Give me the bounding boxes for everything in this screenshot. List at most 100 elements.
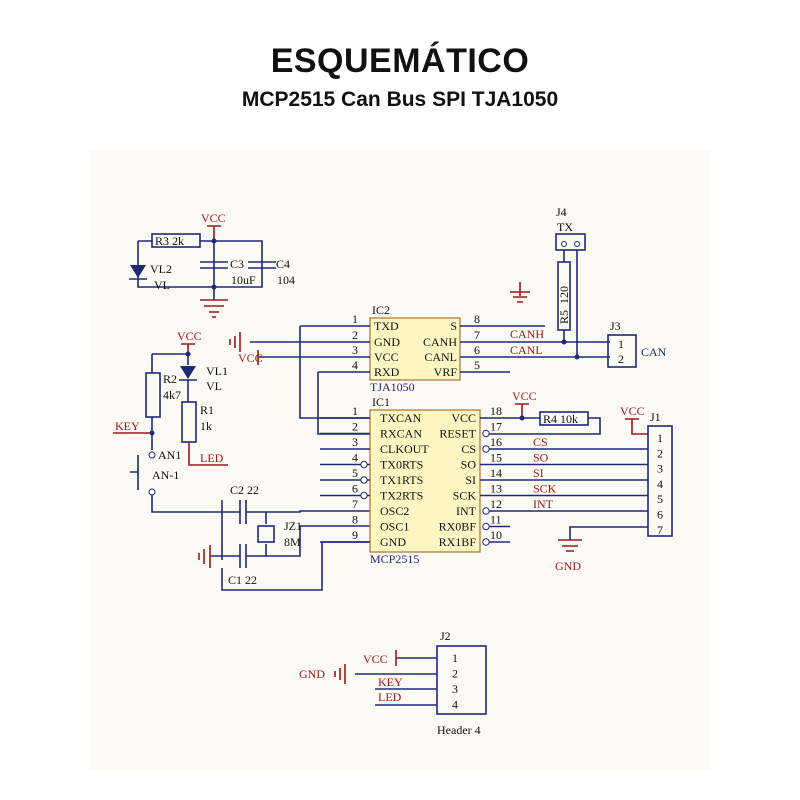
vl1-label: VL1 bbox=[206, 364, 228, 378]
ic1-pin-name: TXCAN bbox=[380, 411, 422, 425]
canl-net-label: CANL bbox=[510, 343, 543, 357]
j3-pin: 1 bbox=[618, 337, 624, 351]
connector-j3[interactable] bbox=[607, 334, 637, 368]
can-label: CAN bbox=[641, 345, 667, 359]
r1-value: 1k bbox=[200, 419, 212, 433]
ic2-tja1050: IC2 TJA1050 VCC CANH CANL bbox=[229, 282, 610, 435]
ic1-pin-name: INT bbox=[456, 504, 477, 518]
led-net-label: LED bbox=[200, 451, 224, 465]
ic1-pin-name: SI bbox=[465, 473, 476, 487]
spi-net-label: SO bbox=[533, 451, 549, 465]
ic1-pin-number: 5 bbox=[352, 466, 358, 480]
j3-pin: 2 bbox=[618, 352, 624, 366]
j2-pin-number: 1 bbox=[452, 651, 458, 665]
ic2-pin-name: S bbox=[450, 319, 457, 333]
j1-pin-number: 3 bbox=[657, 462, 663, 476]
vcc-label: VCC bbox=[201, 211, 226, 225]
c2-label: C2 22 bbox=[230, 483, 259, 497]
ic1-pin-number: 8 bbox=[352, 513, 358, 527]
key-net-label: KEY bbox=[115, 419, 140, 433]
ic1-pin-number: 9 bbox=[352, 528, 358, 542]
ic1-ref: IC1 bbox=[372, 395, 390, 409]
resistor-r3 bbox=[151, 233, 201, 248]
ground-icon bbox=[229, 332, 259, 365]
ic2-pin-number: 3 bbox=[352, 343, 358, 357]
ic1-pin-name: TX1RTS bbox=[380, 473, 423, 487]
vl2-sub-label: VL bbox=[154, 278, 170, 292]
c4-value: 104 bbox=[277, 273, 295, 287]
j2-ref: J2 bbox=[440, 629, 451, 643]
ic2-pin-name: TXD bbox=[374, 319, 399, 333]
ic1-pin-name: SO bbox=[461, 458, 477, 472]
ic1-pin-name: SCK bbox=[453, 489, 477, 503]
c3-label: C3 bbox=[230, 257, 244, 271]
ic1-pin-number: 17 bbox=[490, 420, 502, 434]
resistor-r2 bbox=[145, 372, 161, 418]
j2-net-gnd: GND bbox=[299, 667, 325, 681]
j2-pin-number: 4 bbox=[452, 698, 458, 712]
vcc-label: VCC bbox=[238, 351, 263, 365]
capacitor-c3-c4-icon bbox=[200, 261, 276, 269]
ic1-pin-name: RX0BF bbox=[439, 520, 477, 534]
ic2-pin-name: RXD bbox=[374, 365, 400, 379]
ic2-pin-number: 6 bbox=[474, 343, 480, 357]
ic1-pin-name: CLKOUT bbox=[380, 442, 429, 456]
ic2-pin-number: 1 bbox=[352, 312, 358, 326]
ic1-pin-number: 16 bbox=[490, 435, 502, 449]
resistor-r1 bbox=[181, 401, 197, 443]
ic1-pin-number: 12 bbox=[490, 497, 502, 511]
ic1-pin-name: RX1BF bbox=[439, 535, 477, 549]
resistor-r5 bbox=[557, 261, 571, 331]
ic1-pin-number: 7 bbox=[352, 497, 358, 511]
r1-label: R1 bbox=[200, 403, 214, 417]
ic2-pin-name: VCC bbox=[374, 350, 399, 364]
page-subtitle: MCP2515 Can Bus SPI TJA1050 bbox=[241, 88, 559, 111]
jumper-j4[interactable] bbox=[555, 233, 586, 251]
inverted-pin-icon bbox=[360, 491, 368, 500]
ic2-pin-number: 2 bbox=[352, 328, 358, 342]
ic1-mcp2515: IC1 MCP2515 VCC R4 10k VCC GND J1 bbox=[369, 389, 673, 573]
page-title: ESQUEMÁTICO bbox=[270, 42, 530, 80]
ic2-pin-name: GND bbox=[374, 335, 400, 349]
j2-net-key: KEY bbox=[378, 675, 403, 689]
j2-part: Header 4 bbox=[437, 723, 481, 737]
ic1-pin-name: TX2RTS bbox=[380, 489, 423, 503]
crystal-jz1-icon bbox=[257, 525, 275, 543]
inverted-pin-icon bbox=[482, 429, 490, 438]
j1-pin-number: 5 bbox=[657, 492, 663, 506]
ic2-pin-name: CANL bbox=[424, 350, 457, 364]
power-led-block: VCC R3 2k VL2 VL C3 10uF C4 104 bbox=[129, 211, 295, 318]
c1-label: C1 22 bbox=[228, 573, 257, 587]
ic1-pin-name: OSC2 bbox=[380, 504, 409, 518]
header-j2: J2 Header 4 VCC GND KEY LED bbox=[299, 629, 487, 737]
ic1-pin-number: 10 bbox=[490, 528, 502, 542]
ic1-pin-name: CS bbox=[461, 442, 476, 456]
ic1-pin-number: 15 bbox=[490, 451, 502, 465]
an1-sub-label: AN-1 bbox=[152, 468, 179, 482]
vl2-label: VL2 bbox=[150, 262, 172, 276]
c3-value: 10uF bbox=[231, 273, 256, 287]
connector-j2[interactable] bbox=[436, 645, 487, 715]
inverted-pin-icon bbox=[482, 522, 490, 531]
ic1-pin-name: VCC bbox=[451, 411, 476, 425]
j4-ref: J4 bbox=[556, 205, 567, 219]
r3-label: R3 2k bbox=[155, 234, 184, 248]
r5-label: R5 bbox=[557, 310, 571, 324]
j1-pin-number: 1 bbox=[657, 431, 663, 445]
j1-ref: J1 bbox=[650, 410, 661, 424]
led-vl2-icon bbox=[130, 265, 146, 278]
ic1-pin-name: RXCAN bbox=[380, 427, 422, 441]
j2-pin-number: 3 bbox=[452, 682, 458, 696]
ic1-pin-name: TX0RTS bbox=[380, 458, 423, 472]
r2-label: R2 bbox=[163, 372, 177, 386]
connector-j1[interactable] bbox=[647, 425, 673, 537]
vl1-sub-label: VL bbox=[206, 379, 222, 393]
inverted-pin-icon bbox=[482, 507, 490, 515]
led-key-block: VCC VL1 VL R2 4k7 R1 1k LED KEY AN1 AN-1 bbox=[113, 329, 228, 513]
vcc-label: VCC bbox=[512, 389, 537, 403]
j1-pin-number: 6 bbox=[657, 508, 663, 522]
ground-icon bbox=[200, 299, 228, 318]
ic1-part: MCP2515 bbox=[370, 552, 419, 566]
ic1-pin-name: GND bbox=[380, 535, 406, 549]
